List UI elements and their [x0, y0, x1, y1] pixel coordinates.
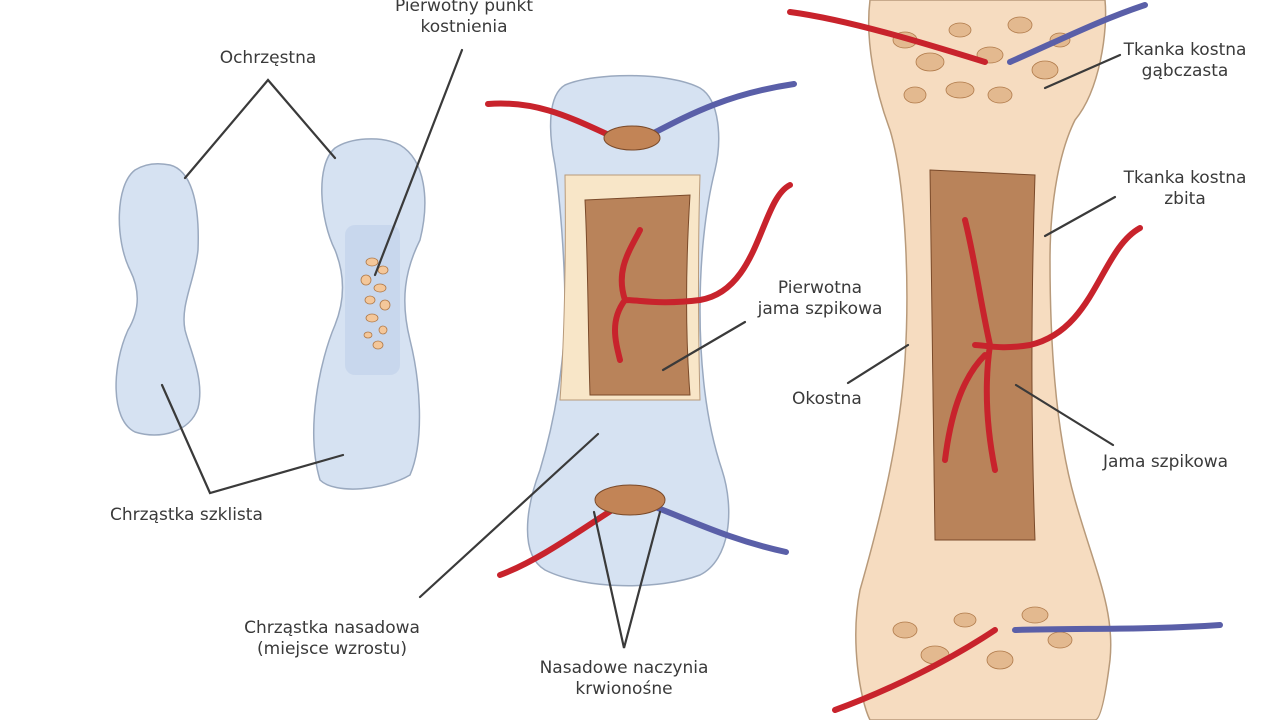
label-chrzastka-nasadowa: Chrząstka nasadowa (miejsce wzrostu): [244, 618, 420, 660]
nutrient-artery-mature: [942, 217, 1143, 473]
leader-pierwotny-punkt: [373, 48, 464, 277]
label-pierwotny-punkt: Pierwotny punkt kostnienia: [395, 0, 533, 38]
label-okostna-text: Okostna: [792, 389, 862, 409]
leader-okostna: [846, 343, 910, 385]
leader-tkanka-zbita: [1043, 195, 1117, 238]
leader-chrzastka-szklista: [160, 383, 345, 495]
primary-ossification-point: [360, 257, 391, 350]
label-pierwotna-jama-line2: jama szpikowa: [757, 299, 883, 319]
label-okostna: Okostna: [792, 389, 862, 410]
leader-jama-szpikowa: [1014, 383, 1115, 447]
label-tkanka-zbita-line2: zbita: [1164, 189, 1206, 209]
leader-pierwotna-jama: [661, 320, 747, 372]
label-tkanka-gabczasta-line2: gąbczasta: [1141, 61, 1229, 81]
label-nasadowe-naczynia-line2: krwionośne: [575, 679, 673, 699]
epiphyseal-vessel-top-mature: [787, 2, 1148, 65]
label-chrzastka-nasadowa-line1: Chrząstka nasadowa: [244, 618, 420, 638]
label-tkanka-gabczasta: Tkanka kostna gąbczasta: [1124, 40, 1247, 82]
label-tkanka-gabczasta-line1: Tkanka kostna: [1123, 40, 1247, 60]
label-chrzastka-nasadowa-line2: (miejsce wzrostu): [257, 639, 407, 659]
label-ochrzestna: Ochrzęstna: [220, 48, 317, 69]
label-jama-szpikowa-text: Jama szpikowa: [1103, 452, 1229, 472]
label-jama-szpikowa: Jama szpikowa: [1103, 452, 1228, 473]
label-tkanka-zbita-line1: Tkanka kostna: [1123, 168, 1247, 188]
label-chrzastka-szklista-text: Chrząstka szklista: [110, 505, 263, 525]
nutrient-artery-stage3: [612, 182, 793, 363]
label-pierwotny-punkt-line2: kostnienia: [420, 17, 508, 37]
epiphyseal-vessel-bottom: [497, 484, 789, 578]
label-pierwotna-jama: Pierwotna jama szpikowa: [758, 278, 883, 320]
label-pierwotna-jama-line1: Pierwotna: [777, 278, 863, 298]
leader-lines: [160, 48, 1122, 649]
epiphyseal-vessel-top: [485, 81, 797, 151]
leader-tkanka-gabczasta: [1043, 53, 1122, 90]
label-pierwotny-punkt-line1: Pierwotny punkt: [394, 0, 534, 16]
cartilage-model-1: [115, 163, 201, 436]
label-tkanka-zbita: Tkanka kostna zbita: [1124, 168, 1247, 210]
label-nasadowe-naczynia-line1: Nasadowe naczynia: [539, 658, 709, 678]
label-nasadowe-naczynia: Nasadowe naczynia krwionośne: [540, 658, 709, 700]
primary-marrow-cavity: [584, 194, 691, 396]
spongy-bone-bottom: [892, 606, 1073, 670]
leader-ochrzestna: [183, 78, 337, 180]
label-chrzastka-szklista: Chrząstka szklista: [110, 505, 263, 526]
epiphyseal-vessel-bottom-mature: [832, 622, 1223, 713]
label-ochrzestna-text: Ochrzęstna: [219, 48, 317, 68]
leader-chrzastka-nasadowa: [418, 432, 600, 599]
leader-nasadowe-naczynia: [592, 510, 662, 649]
